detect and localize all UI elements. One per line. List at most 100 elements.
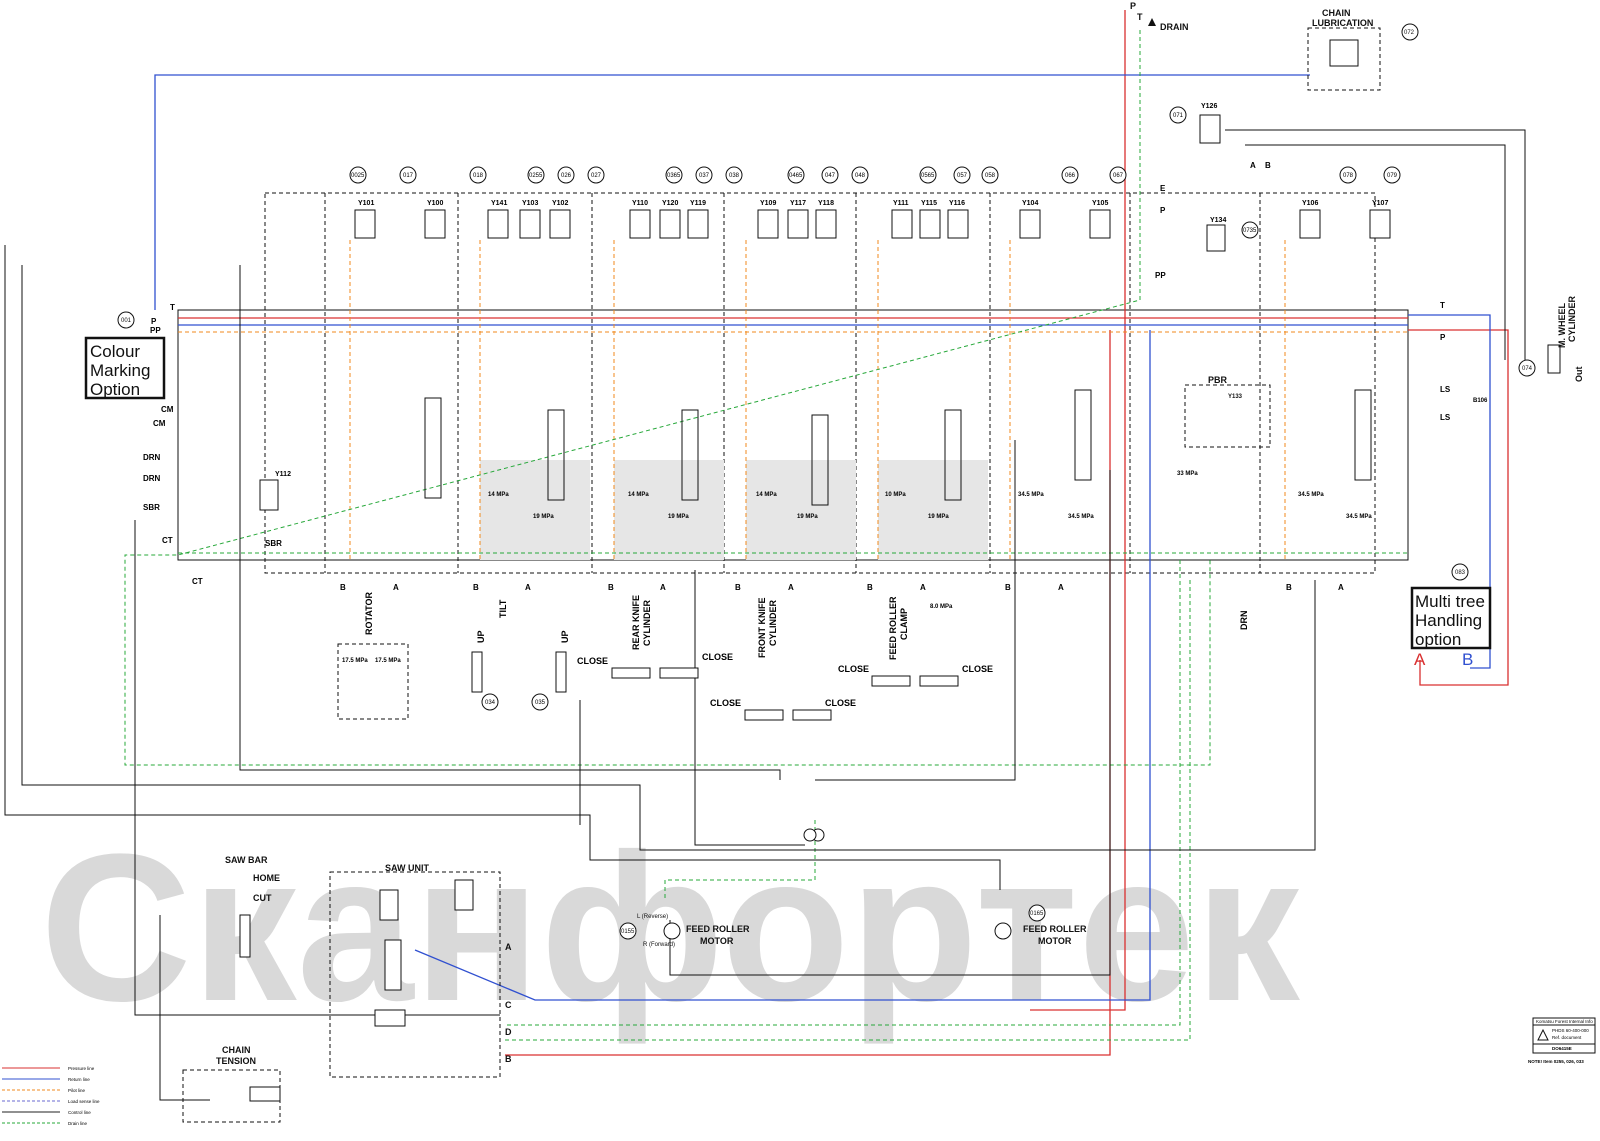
- pressure-14-rear: 14 MPa: [628, 492, 649, 498]
- ref-058: 058: [985, 173, 996, 179]
- label-rear-knife-1: REAR KNIFE: [631, 595, 641, 650]
- right-port-p2: P: [1160, 206, 1166, 215]
- chain-tension-line-1: CHAIN: [222, 1045, 251, 1055]
- spool-valves: [424, 389, 1372, 506]
- pressure-labels: 14 MPa 19 MPa 14 MPa 19 MPa 14 MPa 19 MP…: [342, 471, 1372, 664]
- legend-pilot: Pilot line: [68, 1088, 86, 1093]
- cylinders: [239, 643, 959, 1102]
- label-rotator: ROTATOR: [364, 592, 374, 635]
- port-p-top: P: [1130, 1, 1136, 11]
- pressure-14-tilt: 14 MPa: [488, 492, 509, 498]
- title-block-line-4: DO6415E: [1552, 1046, 1572, 1051]
- ref-0565: 0565: [921, 173, 935, 179]
- pressure-175-a: 17.5 MPa: [342, 658, 368, 664]
- ref-017: 017: [403, 173, 414, 179]
- pbr-label: PBR: [1208, 375, 1228, 385]
- right-port-ls-2: LS: [1440, 413, 1451, 422]
- right-port-b: B: [1265, 161, 1271, 170]
- pressure-19-clamp: 19 MPa: [928, 514, 949, 520]
- left-port-ct-1: CT: [162, 536, 173, 545]
- solenoid-valves: Y101 Y100 Y141 Y103 Y102 Y110 Y120 Y119 …: [259, 103, 1391, 511]
- label-close-3: CLOSE: [710, 698, 741, 708]
- left-port-t: T: [170, 303, 175, 312]
- ref-079: 079: [1387, 173, 1398, 179]
- legend-drain: Drain line: [68, 1121, 88, 1126]
- feed-roller-right-line-1: FEED ROLLER: [1023, 924, 1087, 934]
- feed-roller-left-line-2: MOTOR: [700, 936, 734, 946]
- right-port-ls-1: LS: [1440, 385, 1451, 394]
- m-wheel-cylinder: M. WHEEL CYLINDER Out 074: [1518, 295, 1584, 382]
- label-up-left: UP: [476, 630, 486, 643]
- saw-home-label: HOME: [253, 873, 280, 883]
- note-text: NOTE! Item 0255, 026, 033: [1528, 1059, 1584, 1064]
- m-wheel-line-1: M. WHEEL: [1557, 303, 1567, 348]
- valve-y109: Y109: [760, 200, 776, 207]
- port-b-s3: B: [608, 583, 614, 592]
- ref-066: 066: [1065, 173, 1076, 179]
- ref-0255: 0255: [529, 173, 543, 179]
- saw-unit: SAW BAR HOME CUT SAW UNIT CHAIN TENSION …: [182, 855, 512, 1123]
- label-close-5: CLOSE: [838, 664, 869, 674]
- ref-026: 026: [561, 173, 572, 179]
- port-a-s7: A: [1338, 583, 1344, 592]
- chain-lubrication: CHAIN LUBRICATION 072: [1307, 8, 1419, 91]
- label-front-knife-1: FRONT KNIFE: [757, 598, 767, 659]
- feed-roller-right-line-2: MOTOR: [1038, 936, 1072, 946]
- section-4-valves: Y109 Y117 Y118: [757, 200, 837, 239]
- right-port-p: P: [1440, 333, 1446, 342]
- valve-y106: Y106: [1302, 200, 1318, 207]
- ref-072: 072: [1404, 30, 1415, 36]
- legend-pressure: Pressure line: [68, 1066, 95, 1071]
- multi-tree-option: Multi tree Handling option 083 A B: [1410, 563, 1492, 669]
- ref-0155: 0155: [621, 929, 635, 935]
- ref-0025: 0025: [351, 173, 365, 179]
- ref-038: 038: [729, 173, 740, 179]
- title-block: Komatsu Forest Internal Info PHDS 60-400…: [1528, 1017, 1596, 1064]
- ref-0165: 0165: [1030, 911, 1044, 917]
- valve-y120: Y120: [662, 200, 678, 207]
- label-drn: DRN: [1239, 611, 1249, 631]
- left-port-cm-2: CM: [153, 419, 166, 428]
- ref-037: 037: [699, 173, 710, 179]
- pilot-lines: [178, 240, 1408, 560]
- right-port-a: A: [1250, 161, 1256, 170]
- ref-074: 074: [1522, 366, 1533, 372]
- valve-y100: Y100: [427, 200, 443, 207]
- port-b-s7: B: [1286, 583, 1292, 592]
- section-5-valves: Y111 Y115 Y116: [891, 200, 969, 239]
- ref-0465: 0465: [789, 173, 803, 179]
- label-close-1: CLOSE: [577, 656, 608, 666]
- port-t-top: T: [1137, 12, 1143, 22]
- left-port-drn-1: DRN: [143, 453, 161, 462]
- label-close-6: CLOSE: [962, 664, 993, 674]
- valve-y141: Y141: [491, 200, 507, 207]
- multi-tree-line-3: option: [1415, 630, 1461, 649]
- chain-lubrication-title-2: LUBRICATION: [1312, 18, 1373, 28]
- valve-y101: Y101: [358, 200, 374, 207]
- right-port-t: T: [1440, 301, 1445, 310]
- valve-manifold: [177, 192, 1409, 574]
- left-port-drn-2: DRN: [143, 474, 161, 483]
- left-port-sbr: SBR: [143, 503, 160, 512]
- valve-y102: Y102: [552, 200, 568, 207]
- label-feed-clamp-2: CLAMP: [899, 608, 909, 640]
- valve-y107: Y107: [1372, 200, 1388, 207]
- label-feed-clamp-1: FEED ROLLER: [888, 596, 898, 660]
- port-a-s1: A: [393, 583, 399, 592]
- title-block-line-3: Ref. document: [1552, 1035, 1582, 1040]
- feed-roller-left-forward: R (Forward): [643, 942, 675, 948]
- section-3-valves: Y110 Y120 Y119: [629, 200, 709, 239]
- valve-y134: Y134: [1210, 217, 1226, 224]
- section-2-valves: Y141 Y103 Y102: [487, 200, 571, 239]
- ref-047: 047: [825, 173, 836, 179]
- multi-tree-port-b: B: [1462, 650, 1473, 669]
- label-rear-knife-2: CYLINDER: [642, 599, 652, 646]
- return-lines: [154, 74, 1491, 1001]
- line-legend: Pressure line Return line Pilot line Loa…: [2, 1066, 100, 1126]
- label-up-right: UP: [560, 630, 570, 643]
- saw-cut-label: CUT: [253, 893, 272, 903]
- ref-001: 001: [121, 318, 132, 324]
- ref-018: 018: [473, 173, 484, 179]
- right-port-pp: PP: [1155, 271, 1166, 280]
